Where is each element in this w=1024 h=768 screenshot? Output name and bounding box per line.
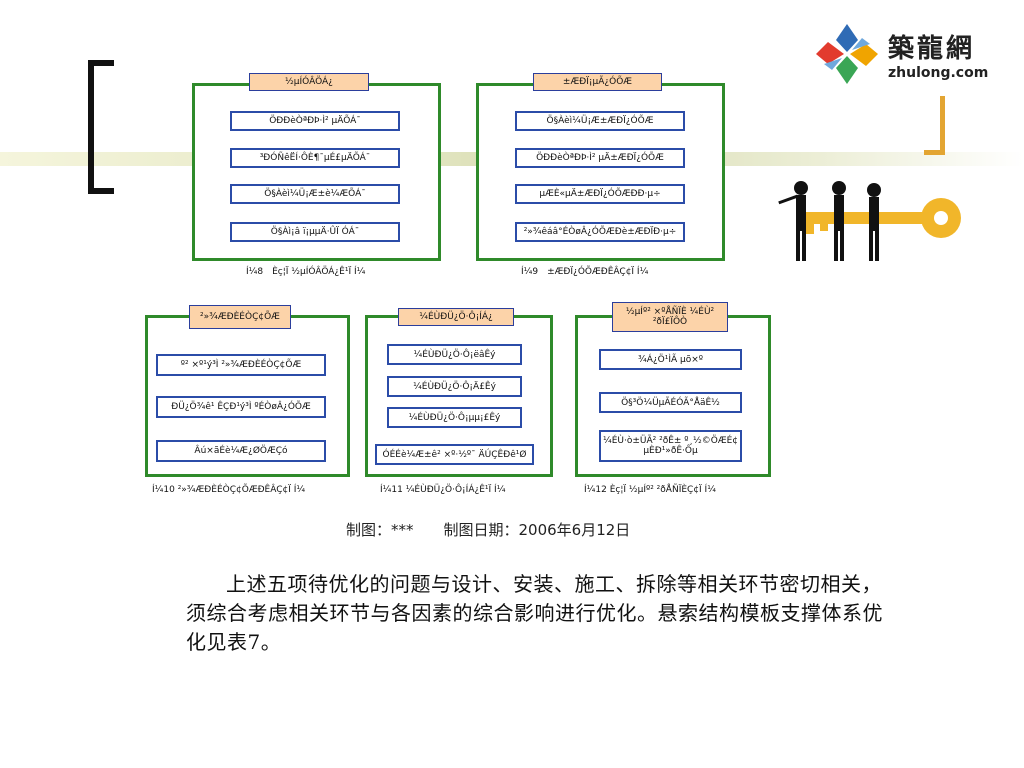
- panel-fig8-item-2: ³ÐÓÑêËÍ·ÔÈ¶¯µÉ£µÄÕÁ¯: [230, 148, 400, 168]
- panel-fig8-item-1: ÖÐÐèÒªÐÞ·Ì² µÄÕÁ¯: [230, 111, 400, 131]
- panel-fig9-item-2: ÖÐÐèÒªÐÞ·Ì² µÄ±ÆÐÏ¿ÓÕÆ: [515, 148, 685, 168]
- panel-fig8-item-3: Ö§Àèì¼Ü¡Æ±è¼ÆÕÁ¯: [230, 184, 400, 204]
- body-paragraph: 上述五项待优化的问题与设计、安装、施工、拆除等相关环节密切相关，须综合考虑相关环…: [186, 572, 883, 654]
- panel-fig10-title: ²»¾ÆÐÈÉÒÇ¢ÕÆ: [189, 305, 291, 329]
- panel-fig9-caption: Í¼9 ±ÆÐÏ¿ÓÕÆÐÊÂÇ¢Ï Í¼: [521, 267, 649, 277]
- people-key-icon: [778, 181, 961, 261]
- panel-fig9-item-1: Ö§Àèì¼Ü¡Æ±ÆÐÏ¿ÓÕÆ: [515, 111, 685, 131]
- panel-fig9-item-3: µÆÈ«µÄ±ÆÐÏ¿ÓÕÆÐÐ·µ÷: [515, 184, 685, 204]
- panel-fig8-caption: Í¼8 Èç¦Ï ½µÍÓÂÖÁ¿Ê¹Ï Í¼: [246, 267, 366, 277]
- panel-fig9-item-4: ²»¾êáâ°ÉÒøÂ¿ÓÕÆÐè±ÆÐÏÐ·µ÷: [515, 222, 685, 242]
- panel-fig12-item-3: ¼ÉÙ·ò±ÜÃ² ²ðÊ± º¸½©ÖÆÉ¢ µÈÐ¹»ðÊ·Ôµ: [599, 430, 742, 462]
- logo-pinwheel-icon: [816, 24, 878, 84]
- panel-fig10-item-1: º² ×º¹ý³Ì ²»¾ÆÐÈÉÒÇ¢ÕÆ: [156, 354, 326, 376]
- panel-fig10-item-2: ÐÜ¿Ö¾ê¹ ÊÇÐ¹ý³Ì ºÉÒøÂ¿ÓÕÆ: [156, 396, 326, 418]
- panel-fig8-item-4: Ö§Àì¡â ï¡µµÄ·ÛÏ ÓÁ¯: [230, 222, 400, 242]
- panel-fig8-title: ½µÍÓÂÖÁ¿: [249, 73, 369, 91]
- figure-date-line: 制图：*** 制图日期：2006年6月12日: [346, 521, 631, 539]
- panel-fig10-caption: Í¼10 ²»¾ÆÐÈÉÒÇ¢ÕÆÐÊÂÇ¢Ï Í¼: [152, 485, 306, 495]
- logo: 築龍網 zhulong.com: [812, 20, 1002, 90]
- panel-fig12-item-1: ¾Á¿Ö¹ÌÃ µõ×º: [599, 349, 742, 370]
- panel-fig11-caption: Í¼11 ¼ÉÙÐÜ¿Ö·Ô¡ÍÁ¿Ê¹Ï Í¼: [380, 485, 506, 495]
- panel-fig9-title: ±ÆÐÏ¡µÃ¿ÓÕÆ: [533, 73, 662, 91]
- panel-fig10-item-3: Âú×ãÉè¼Æ¿ØÖÆÇó: [156, 440, 326, 462]
- logo-chinese-text: 築龍網: [888, 34, 976, 64]
- panel-fig11-title: ¼ÉÙÐÜ¿Ö·Ô¡ÍÁ¿: [398, 308, 514, 326]
- panel-fig11-item-3: ¼ÉÙÐÜ¿Ö·Ô¡µµ¡£Êý: [387, 407, 522, 428]
- panel-fig12-caption: Í¼12 Èç¦Ï ½µÍº² ²ðÅÑÏÈÇ¢Ï Í¼: [584, 485, 716, 495]
- logo-english-text: zhulong.com: [888, 65, 989, 81]
- panel-fig11-item-2: ¼ÉÙÐÜ¿Ö·Ô¡Ä£Êý: [387, 376, 522, 397]
- panel-fig11-item-1: ¼ÉÙÐÜ¿Ö·Ô¡ëâÊý: [387, 344, 522, 365]
- left-bracket: [88, 60, 114, 194]
- panel-fig12-title: ½µÍº² ×ºÅÑÏÈ ¼ÉÙ² ²ðÏ£ÏÔÒ: [612, 302, 728, 332]
- right-bracket: [924, 96, 945, 155]
- panel-fig11-item-4: ÓÉÉè¼Æ±ê² ×º·½º¯ ÄÚÇÊÐê¹Ø: [375, 444, 534, 465]
- panel-fig12-item-2: Ö§³Ö¼ÜµÃÉÓÃ°ÅäÊ½: [599, 392, 742, 413]
